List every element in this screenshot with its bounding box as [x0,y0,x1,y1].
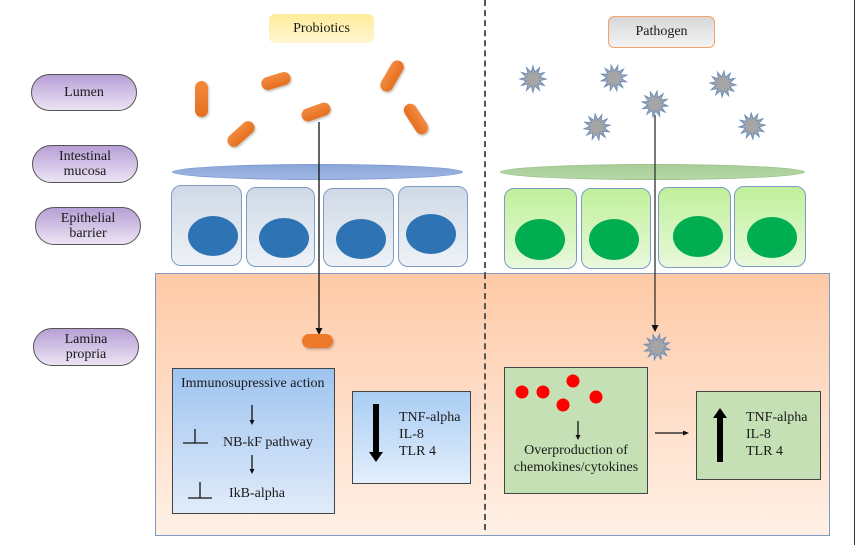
center-dashed-divider [484,0,486,530]
overproduction-line1: Overproduction of [524,443,628,458]
translocated-bacterium [302,334,333,348]
arrow-down-icon [249,455,255,474]
epithelial-cell [581,188,651,269]
pathogen-star [708,69,738,99]
epithelial-cell [323,188,394,267]
center-dashed-divider-lower [484,273,486,530]
cell-nucleus [747,217,797,258]
cell-nucleus [673,216,723,257]
overproduction-box: Overproduction of chemokines/cytokines [504,367,648,494]
cytokine-item: IL-8 [746,427,771,442]
overproduction-line2: chemokines/cytokines [513,460,639,475]
cell-nucleus [589,219,639,260]
cytokine-item: TNF-alpha [399,410,461,425]
pathogen-label-text: Pathogen [635,24,688,39]
layer-label-mucosa-line1: Intestinal [58,149,112,164]
epithelial-cell [504,188,577,269]
cell-nucleus [188,216,238,256]
increased-cytokines-box: TNF-alpha IL-8 TLR 4 [696,391,821,480]
chemokine-dot [536,385,550,399]
intestinal-mucosa-probiotic-side [172,164,463,180]
intestinal-mucosa-pathogen-side [500,164,805,180]
decreased-cytokines-box: TNF-alpha IL-8 TLR 4 [352,391,471,484]
bacterium-rod [380,60,404,92]
immunosuppressive-title: Immunosupressive action [181,376,325,391]
thick-arrow-down-icon [369,404,383,462]
probiotics-label: Probiotics [269,14,374,43]
inhibition-icon [183,429,208,444]
bacterium-rod [227,121,255,147]
chemokine-dot [589,390,603,404]
chemokine-dot [556,398,570,412]
inhibition-icon [188,482,212,499]
arrow-down-icon [575,421,581,440]
pathogen-star [640,89,670,119]
probiotic-translocation-arrow [315,122,323,335]
bacterium-rod [403,103,429,135]
pathogen-star [518,64,548,94]
layer-label-mucosa-line2: mucosa [63,164,107,179]
probiotics-label-text: Probiotics [293,20,350,36]
cell-nucleus [336,219,386,259]
layer-label-epithelial-barrier: Epithelial barrier [35,207,141,245]
layer-label-lamina-propria: Lamina propria [33,328,139,366]
cell-nucleus [259,218,309,258]
layer-label-lumen: Lumen [31,74,137,111]
chemokine-dot [515,385,529,399]
pathogen-star [737,111,767,141]
layer-label-epithelial-line1: Epithelial [60,211,116,226]
immuno-box-symbols [183,405,255,499]
pathogen-star [642,332,672,362]
cytokine-item: TNF-alpha [746,410,808,425]
pathogen-label: Pathogen [608,16,715,48]
epithelial-cell [398,186,468,267]
bacterium-rod [261,72,291,90]
chemokine-dots [515,374,603,440]
cell-nucleus [406,214,456,254]
thick-arrow-up-icon [713,408,727,462]
layer-label-lumen-text: Lumen [64,85,104,100]
cell-nucleus [515,219,565,260]
epithelial-cell [246,187,315,267]
cytokine-item: TLR 4 [399,444,436,459]
nbkf-pathway-label: NB-kF pathway [223,435,313,450]
layer-label-lamina-line2: propria [65,347,107,362]
right-border-line [854,0,855,545]
pathogen-translocation-arrow [651,115,659,332]
layer-label-lamina-line1: Lamina [64,332,108,347]
layer-label-epithelial-line2: barrier [69,226,107,241]
ikb-alpha-label: IkB-alpha [229,486,285,501]
epithelial-cell [734,186,806,267]
bacterium-rod [195,81,208,117]
bacterium-rod [301,102,331,122]
cytokine-item: TLR 4 [746,444,783,459]
chemokine-dot [566,374,580,388]
pathogen-star [599,63,629,93]
arrow-down-icon [249,405,255,425]
pathogen-star [582,112,612,142]
immunosuppressive-action-box: Immunosupressive action NB-kF pathway Ik… [172,368,335,514]
epithelial-cell [658,187,731,268]
epithelial-cell [171,185,242,266]
cytokine-item: IL-8 [399,427,424,442]
layer-label-intestinal-mucosa: Intestinal mucosa [32,145,138,183]
